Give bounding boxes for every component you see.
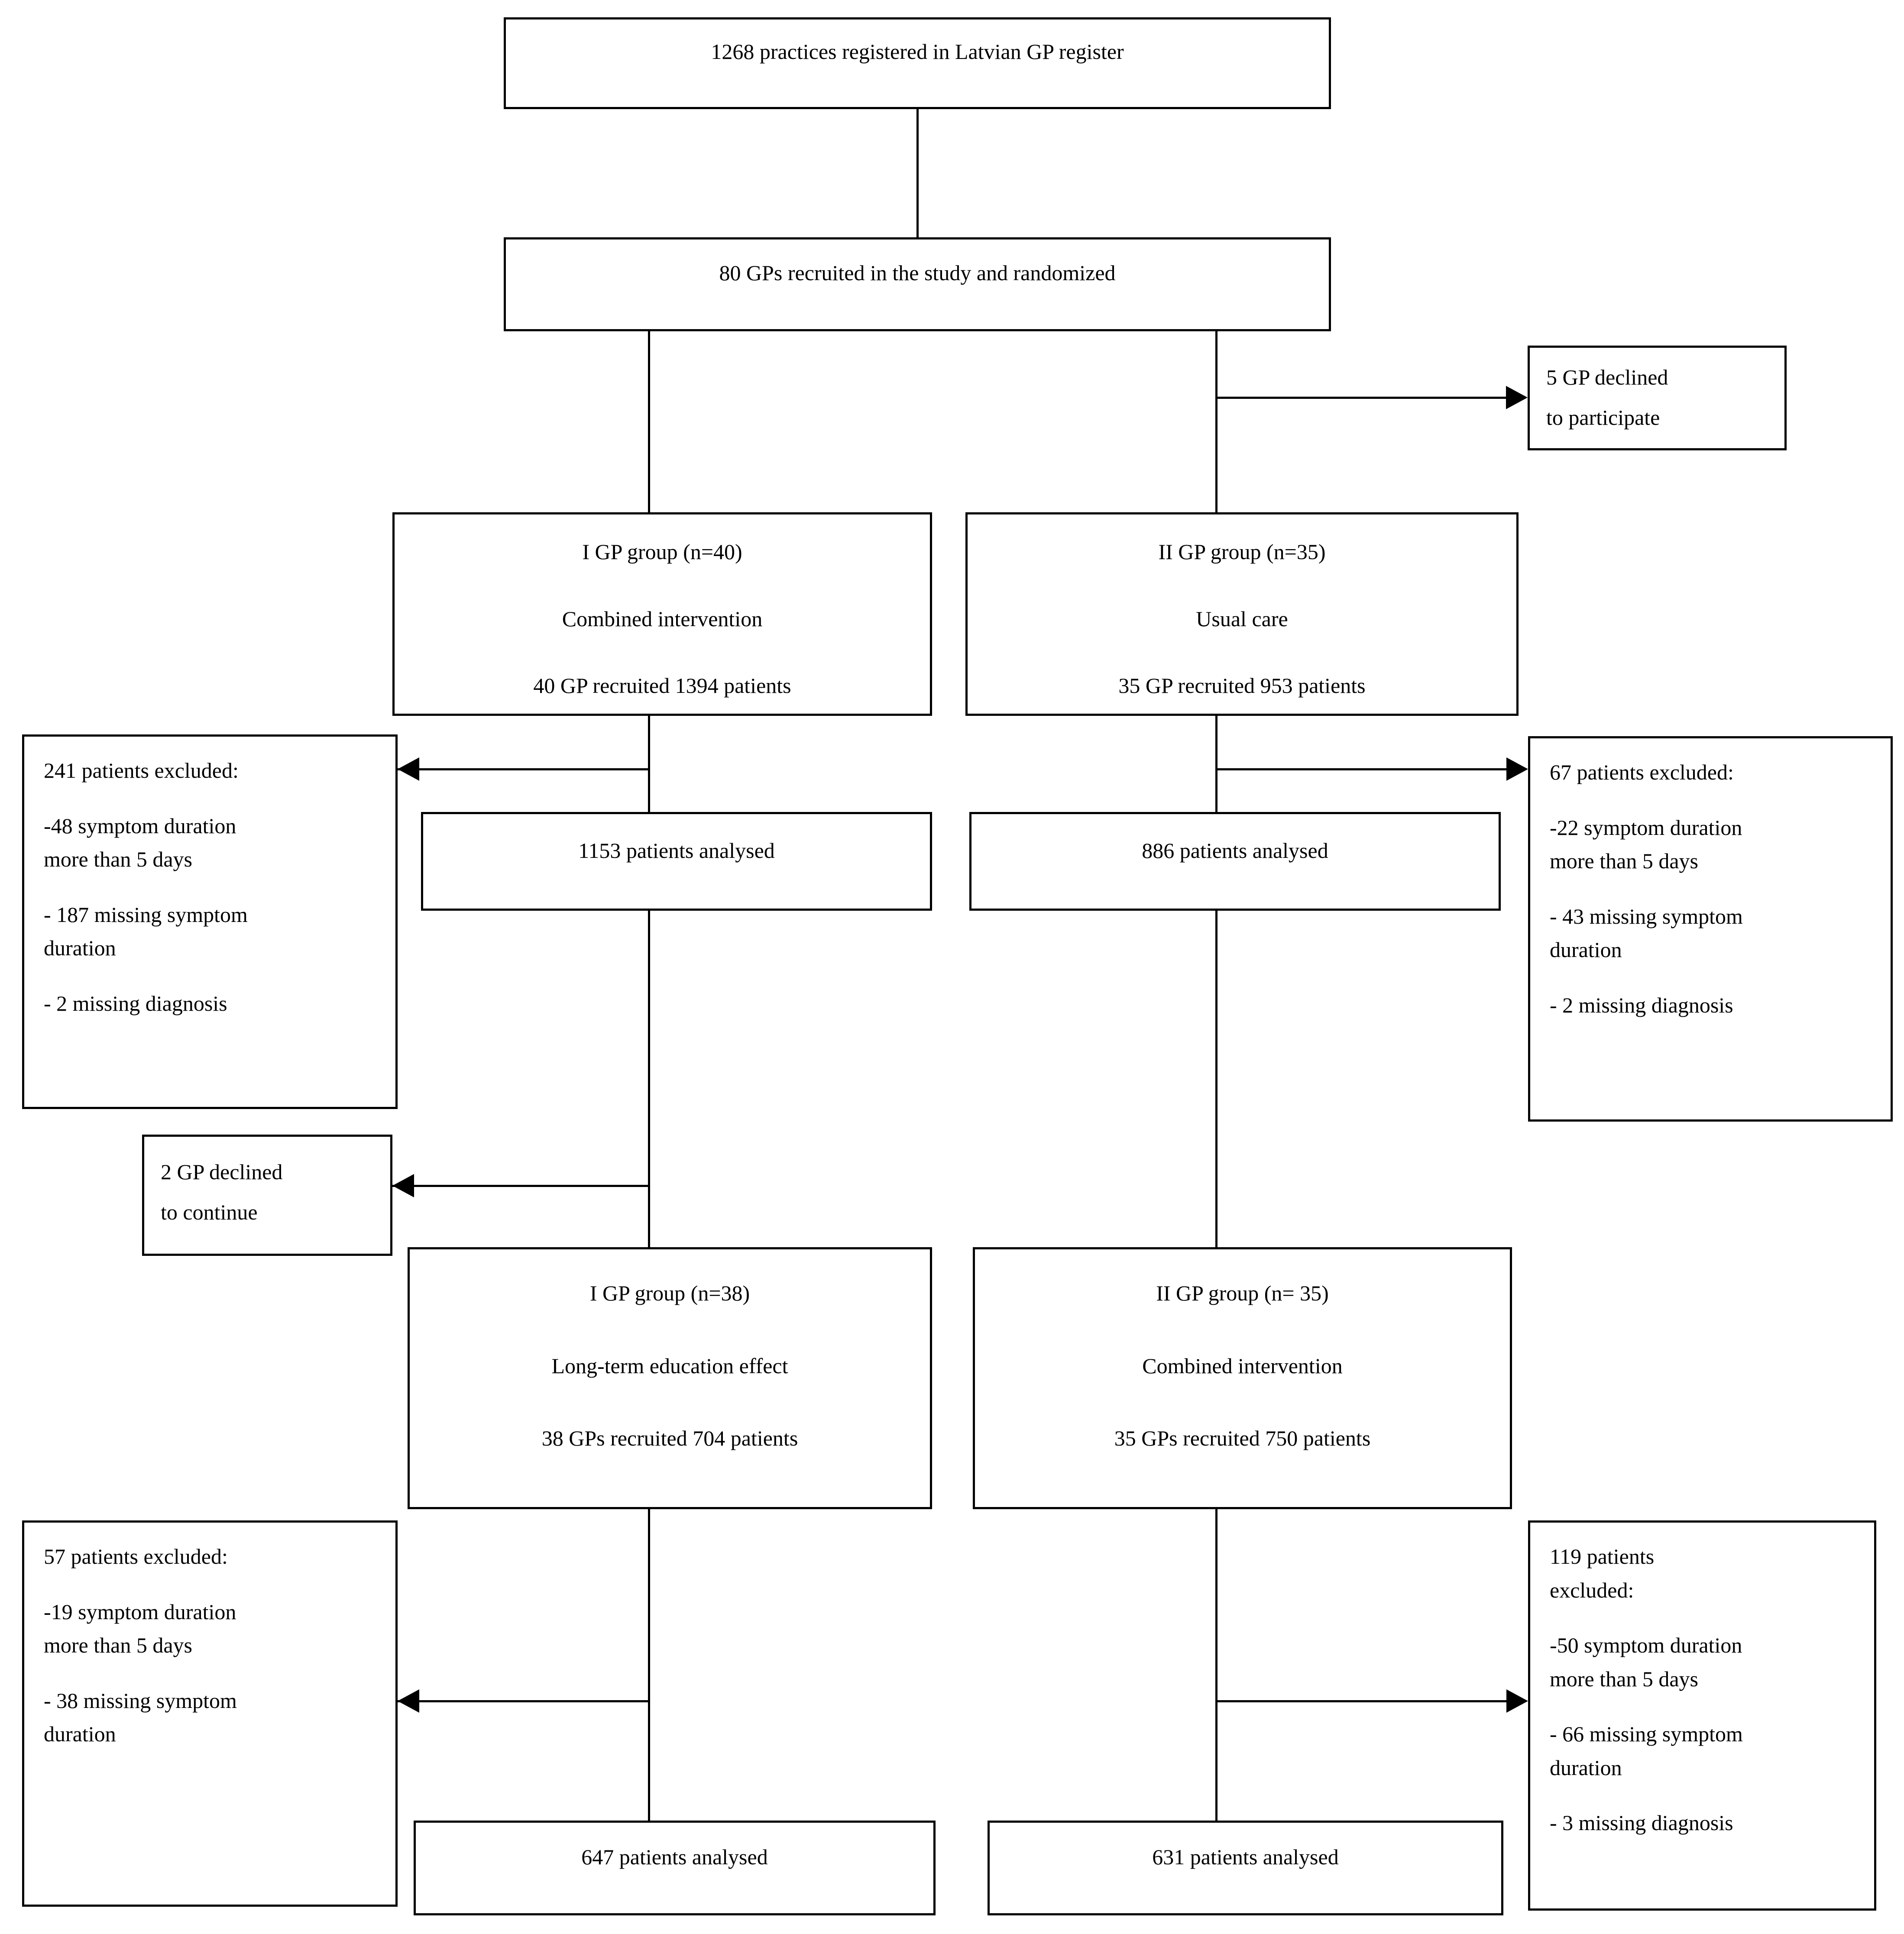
connector-line xyxy=(1215,397,1508,399)
group2-followup-title: II GP group (n= 35) xyxy=(1156,1281,1329,1305)
connector-line xyxy=(1215,768,1508,770)
group1-followup-box: I GP group (n=38) Long-term education ef… xyxy=(408,1247,932,1509)
group1-followup-title: I GP group (n=38) xyxy=(589,1281,750,1305)
connector-line xyxy=(916,109,919,237)
arrowhead-right-icon xyxy=(1506,757,1528,781)
excluded-reason: - 3 missing diagnosis xyxy=(1550,1811,1733,1835)
group2-initial-title: II GP group (n=35) xyxy=(1158,540,1326,564)
excluded-reason: - 187 missing symptom duration xyxy=(44,902,248,961)
group2-initial-recruited: 35 GP recruited 953 patients xyxy=(1118,673,1366,698)
gp-declined-participate-box: 5 GP declined to participate xyxy=(1528,346,1787,450)
arrowhead-left-icon xyxy=(392,1174,414,1197)
excluded-reason: - 66 missing symptom duration xyxy=(1550,1722,1743,1780)
connector-line xyxy=(1215,1509,1218,1821)
registered-practices-text: 1268 practices registered in Latvian GP … xyxy=(711,39,1124,64)
connector-line xyxy=(392,1185,650,1187)
connector-line xyxy=(1215,911,1218,1247)
registered-practices-box: 1268 practices registered in Latvian GP … xyxy=(504,17,1331,109)
arrowhead-left-icon xyxy=(398,757,419,781)
connector-line xyxy=(398,1700,650,1702)
analysed-group1-followup-text: 647 patients analysed xyxy=(581,1845,768,1869)
excluded-group2-initial-box: 67 patients excluded: -22 symptom durati… xyxy=(1528,736,1893,1122)
connector-line xyxy=(1215,1700,1508,1702)
excluded-reason: - 43 missing symptom duration xyxy=(1550,904,1743,962)
analysed-group2-initial-box: 886 patients analysed xyxy=(969,812,1501,911)
excluded-group1-followup-box: 57 patients excluded: -19 symptom durati… xyxy=(22,1520,398,1907)
group1-initial-intervention: Combined intervention xyxy=(562,606,763,631)
analysed-group2-followup-box: 631 patients analysed xyxy=(988,1821,1503,1915)
group1-initial-box: I GP group (n=40) Combined intervention … xyxy=(392,512,932,716)
excluded-reason: - 2 missing diagnosis xyxy=(44,991,227,1016)
group2-initial-box: II GP group (n=35) Usual care 35 GP recr… xyxy=(965,512,1519,716)
group1-initial-title: I GP group (n=40) xyxy=(582,540,742,564)
excluded-reason: -48 symptom duration more than 5 days xyxy=(44,813,236,872)
group1-followup-intervention: Long-term education effect xyxy=(551,1353,788,1378)
gp-declined-continue-box: 2 GP declined to continue xyxy=(142,1135,392,1256)
gp-declined-continue-text: 2 GP declined to continue xyxy=(161,1160,283,1224)
excluded-group1-followup-title: 57 patients excluded: xyxy=(44,1544,228,1569)
excluded-group2-followup-box: 119 patients excluded: -50 symptom durat… xyxy=(1528,1520,1876,1911)
group2-followup-box: II GP group (n= 35) Combined interventio… xyxy=(973,1247,1512,1509)
recruited-randomized-text: 80 GPs recruited in the study and random… xyxy=(719,261,1116,285)
group2-followup-recruited: 35 GPs recruited 750 patients xyxy=(1114,1426,1371,1450)
connector-line xyxy=(648,1509,650,1821)
analysed-group2-followup-text: 631 patients analysed xyxy=(1152,1845,1339,1869)
connector-line xyxy=(1215,331,1218,512)
analysed-group1-followup-box: 647 patients analysed xyxy=(414,1821,936,1915)
gp-declined-participate-text: 5 GP declined to participate xyxy=(1546,365,1668,430)
analysed-group2-initial-text: 886 patients analysed xyxy=(1142,838,1328,863)
connector-line xyxy=(398,768,650,770)
excluded-reason: - 38 missing symptom duration xyxy=(44,1688,237,1746)
excluded-reason: -19 symptom duration more than 5 days xyxy=(44,1599,236,1658)
analysed-group1-initial-box: 1153 patients analysed xyxy=(421,812,932,911)
recruited-randomized-box: 80 GPs recruited in the study and random… xyxy=(504,237,1331,331)
excluded-reason: -50 symptom duration more than 5 days xyxy=(1550,1633,1742,1691)
group1-initial-recruited: 40 GP recruited 1394 patients xyxy=(533,673,791,698)
connector-line xyxy=(1215,716,1218,812)
excluded-group2-followup-title: 119 patients excluded: xyxy=(1550,1544,1655,1602)
arrowhead-right-icon xyxy=(1506,1689,1528,1713)
excluded-group2-initial-title: 67 patients excluded: xyxy=(1550,760,1734,784)
connector-line xyxy=(648,331,650,512)
group2-initial-intervention: Usual care xyxy=(1196,606,1288,631)
group1-followup-recruited: 38 GPs recruited 704 patients xyxy=(541,1426,798,1450)
excluded-group1-initial-box: 241 patients excluded: -48 symptom durat… xyxy=(22,734,398,1109)
excluded-reason: -22 symptom duration more than 5 days xyxy=(1550,815,1742,873)
connector-line xyxy=(648,716,650,812)
arrowhead-right-icon xyxy=(1506,386,1528,409)
connector-line xyxy=(648,911,650,1247)
arrowhead-left-icon xyxy=(398,1689,419,1713)
excluded-group1-initial-title: 241 patients excluded: xyxy=(44,758,239,783)
excluded-reason: - 2 missing diagnosis xyxy=(1550,993,1733,1017)
group2-followup-intervention: Combined intervention xyxy=(1142,1353,1343,1378)
analysed-group1-initial-text: 1153 patients analysed xyxy=(578,838,775,863)
